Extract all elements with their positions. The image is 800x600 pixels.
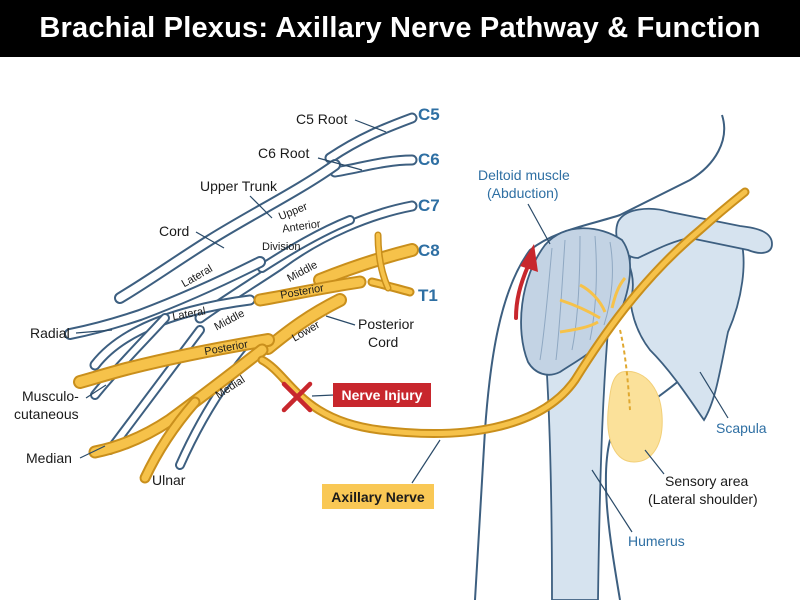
ulnar-label: Ulnar: [152, 472, 186, 488]
nerve-injury-badge: [333, 383, 431, 407]
upper-trunk-label: Upper Trunk: [200, 178, 278, 194]
nerve-injury-label: Nerve Injury: [342, 387, 423, 403]
median-label: Median: [26, 450, 72, 466]
radial-label: Radial: [30, 325, 70, 341]
sensory-area-label-1: Sensory area: [665, 473, 748, 489]
root-t1-label: T1: [418, 286, 438, 305]
musculocutaneous-label-1: Musculo-: [22, 388, 79, 404]
axillary-nerve-badge: Axillary Nerve: [322, 439, 441, 509]
cord-label: Cord: [159, 223, 189, 239]
sensory-area: [607, 370, 663, 463]
posterior-pathway-yellow: [73, 187, 750, 484]
root-c7-label: C7: [418, 196, 440, 215]
c6-root-label: C6 Root: [258, 145, 309, 161]
posterior-cord-label-1: Posterior: [358, 316, 414, 332]
root-c5-label: C5: [418, 105, 440, 124]
root-c6-label: C6: [418, 150, 440, 169]
c5-root-label: C5 Root: [296, 111, 347, 127]
posterior-cord-label-2: Cord: [368, 334, 398, 350]
root-c8-label: C8: [418, 241, 440, 260]
division-label: Division: [262, 241, 301, 253]
abduction-arrow-icon: [514, 244, 538, 320]
deltoid-label-1: Deltoid muscle: [478, 167, 570, 183]
sensory-area-label-2: (Lateral shoulder): [648, 491, 758, 507]
lateral-label-2: Lateral: [171, 305, 206, 323]
nerve-injury-mark: Nerve Injury: [281, 381, 431, 413]
axillary-nerve-label: Axillary Nerve: [331, 489, 425, 505]
brachial-plexus-diagram: Nerve Injury Axillary Nerve C5 C6 C7 C8 …: [14, 105, 773, 600]
title-bar: Brachial Plexus: Axillary Nerve Pathway …: [0, 0, 800, 57]
page-title: Brachial Plexus: Axillary Nerve Pathway …: [39, 12, 761, 44]
deltoid-label-2: (Abduction): [487, 185, 559, 201]
anterior-label: Anterior: [281, 218, 321, 235]
musculocutaneous-label-2: cutaneous: [14, 406, 79, 422]
humerus-label: Humerus: [628, 533, 685, 549]
scapula-label: Scapula: [716, 420, 767, 436]
